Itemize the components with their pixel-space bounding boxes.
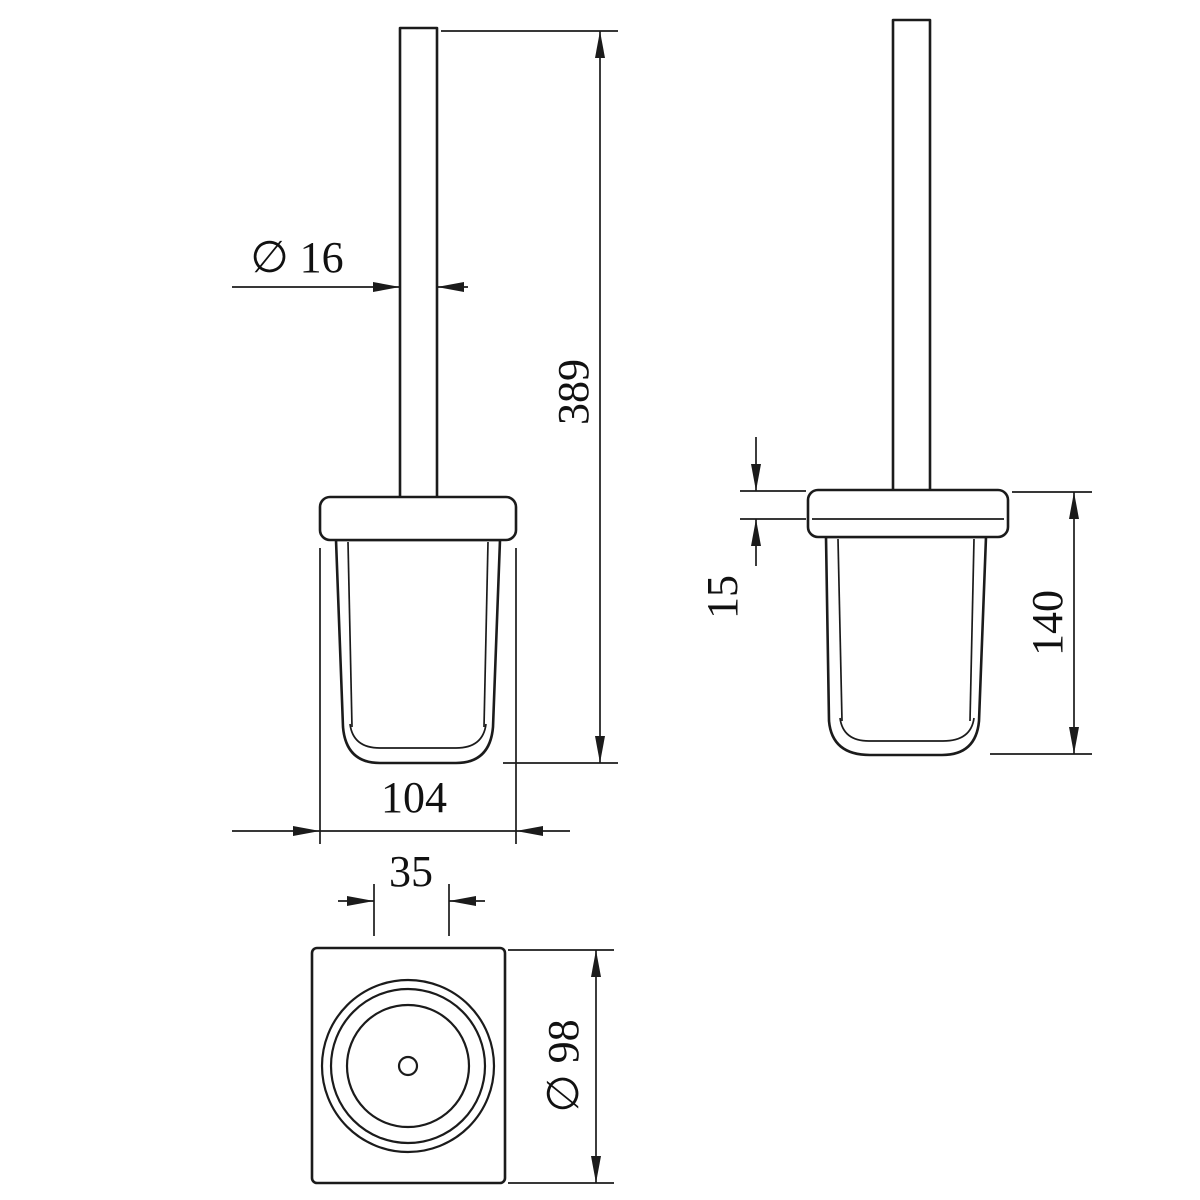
dim-overall-height: 389 [441, 30, 618, 764]
top-cup-middle-circle [329, 987, 487, 1145]
arrowhead [1069, 727, 1079, 754]
dim-overall-height-label: 389 [549, 359, 598, 425]
side-cup-inner-wall-right [969, 538, 975, 722]
front-handle [398, 26, 439, 500]
dim-collar-height-label: 15 [698, 575, 747, 619]
dim-mount-width-label: 35 [389, 847, 433, 896]
dim-holder-height-label: 140 [1023, 590, 1072, 656]
arrowhead [449, 896, 476, 906]
arrowhead [1069, 492, 1079, 519]
side-cup-inner-wall-left [837, 538, 843, 722]
side-handle [891, 18, 932, 493]
side-cup [824, 535, 988, 757]
dim-holder-diameter: ∅ 98 [508, 949, 614, 1184]
front-view [318, 26, 518, 765]
front-cup-inner-wall-right [483, 541, 489, 728]
dim-holder-height: 140 [990, 491, 1092, 755]
front-lid [318, 495, 518, 542]
arrowhead [347, 896, 374, 906]
front-cup [334, 538, 502, 765]
dim-holder-width: 104 [232, 548, 570, 844]
arrowhead [373, 282, 400, 292]
arrowhead [595, 736, 605, 763]
side-view [806, 18, 1010, 757]
dim-mount-width: 35 [338, 847, 485, 936]
top-cup-outer-circle [320, 978, 496, 1154]
dim-handle-diameter: ∅ 16 [232, 233, 468, 292]
dim-holder-diameter-label: ∅ 98 [539, 1019, 588, 1112]
front-cup-inner-wall-left [347, 541, 353, 728]
arrowhead [293, 826, 320, 836]
dim-handle-diameter-label: ∅ 16 [250, 233, 343, 282]
arrowhead [437, 282, 464, 292]
arrowhead [591, 950, 601, 977]
arrowhead [595, 31, 605, 58]
arrowhead [751, 519, 761, 546]
top-view [310, 946, 507, 1185]
top-plate [310, 946, 507, 1185]
top-center-hole [397, 1055, 419, 1077]
arrowhead [751, 464, 761, 491]
dim-holder-width-label: 104 [381, 773, 447, 822]
top-cup-inner-circle [345, 1003, 471, 1129]
side-cup-inner-bottom [839, 717, 975, 742]
arrowhead [516, 826, 543, 836]
front-cup-inner-bottom [349, 723, 487, 749]
dim-collar-height: 15 [698, 437, 806, 619]
side-lid [806, 488, 1010, 539]
arrowhead [591, 1156, 601, 1183]
